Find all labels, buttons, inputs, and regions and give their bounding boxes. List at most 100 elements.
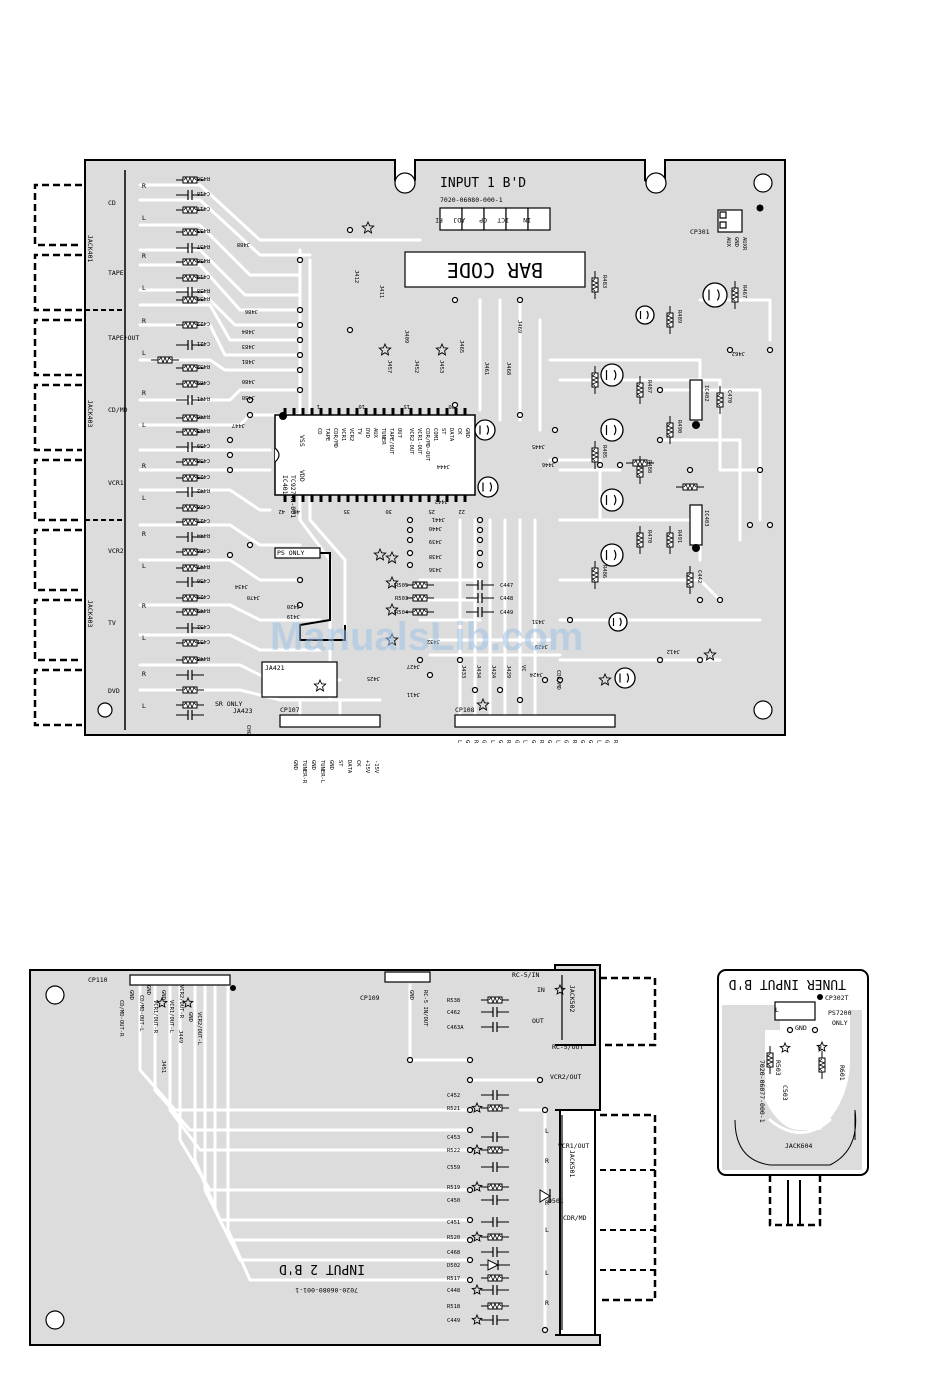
resistor: [176, 458, 204, 466]
solder-pad: [466, 1106, 474, 1114]
part-ref: C470: [726, 390, 732, 403]
channel-r: R: [142, 182, 146, 190]
jumper-j441: J441: [432, 516, 445, 522]
input-label-tape+out: TAPE+OUT: [108, 334, 139, 342]
jumper-j427: J427: [407, 663, 420, 669]
tuner-r3: R601: [838, 1065, 846, 1081]
cp108-pin: G: [563, 740, 569, 743]
solder-pad: [496, 686, 504, 694]
part-ref: C452: [447, 1093, 460, 1099]
capacitor: [176, 243, 204, 253]
option-label-adj: ADJ: [453, 216, 465, 224]
ic-pin: [418, 495, 422, 502]
part-ref: C425: [197, 473, 210, 479]
resistor: [176, 258, 204, 266]
cp108-pin: G: [587, 740, 593, 743]
ic-pin: [445, 495, 449, 502]
resistor: [766, 1046, 774, 1074]
solder-pad: [246, 396, 254, 404]
ic-pin: [283, 408, 287, 415]
ic-pin: [436, 408, 440, 415]
solder-pad: [656, 436, 664, 444]
solder-pad: [456, 656, 464, 664]
jumper-j446: J446: [542, 461, 555, 467]
solder-pad: [466, 1126, 474, 1134]
jumper-j438: J438: [429, 553, 442, 559]
solder-pad: [296, 321, 304, 329]
bottom-jumper: CDR/MD: [555, 670, 561, 690]
cp109-label: GND: [408, 990, 414, 1000]
jumper-j470: J470: [247, 594, 260, 600]
cp107-pin: TUNER-R: [301, 760, 307, 784]
star-marker: [703, 647, 717, 661]
ic-part: TC9274N-001: [289, 475, 297, 518]
solder-pad: [451, 401, 459, 409]
cp110-connector: [129, 974, 231, 986]
cp108-connector: [454, 714, 616, 728]
bottom-jumper: J434: [475, 665, 481, 679]
resistor: [481, 1104, 509, 1112]
tuner-gnd: GND: [795, 1024, 807, 1032]
part-ref: R504: [395, 610, 409, 616]
jumper-j420: J420: [287, 603, 300, 609]
option-label-ict: ICT: [497, 216, 509, 224]
part-ref: R483: [601, 275, 607, 288]
sr-only-label: SR ONLY: [215, 700, 242, 708]
part-ref: C462: [447, 1010, 460, 1016]
part-ref: R432: [197, 363, 210, 369]
ic-pin: [391, 495, 395, 502]
solder-pad: [406, 526, 414, 534]
solder-pad: [406, 1056, 414, 1064]
cp108-pin: R: [472, 740, 478, 744]
resistor: [591, 271, 599, 299]
part-ref: R520: [447, 1235, 460, 1241]
cp108-pin: L: [522, 740, 528, 744]
cp108-pin: G: [464, 740, 470, 743]
board2-vertical-label: CD/MD-OUT-R: [118, 1000, 124, 1037]
cp109-label: RC-5 IN/OUT: [422, 990, 428, 1027]
board2-traces: [138, 983, 547, 1332]
ic-label-5: TV: [356, 428, 362, 435]
part-ref: R518: [447, 1304, 460, 1310]
solder-pad: [296, 366, 304, 374]
capacitor: [466, 607, 494, 617]
tuner-jack: JACK604: [785, 1142, 812, 1150]
ic-pin-number: 35: [343, 508, 350, 514]
input-label-dvd: DVD: [108, 687, 120, 695]
ic-label-3: VCR1: [340, 428, 346, 441]
ic-label-7: AUX: [372, 428, 378, 439]
ic-label-r3: COM1: [432, 428, 438, 441]
resistor: [176, 504, 204, 512]
solder-pad: [416, 656, 424, 664]
part-ref: C449: [500, 610, 513, 616]
solder-pad: [466, 1146, 474, 1154]
channel-l: L: [142, 214, 146, 222]
star-marker: [378, 342, 392, 356]
ic-label-r0: VCR2-OUT: [408, 428, 414, 455]
solder-pad: [716, 596, 724, 604]
board2-vertical-label: GND: [160, 990, 166, 1000]
cp108-pin: G: [546, 740, 552, 743]
ic-pin-number: 30: [385, 508, 392, 514]
jumper-j484: J484: [241, 328, 255, 334]
capacitor: [481, 1315, 509, 1325]
cp301-pin: AUXR: [741, 237, 747, 251]
ic403: [689, 504, 703, 546]
resistor: [176, 414, 204, 422]
electrolytic-capacitor: [474, 419, 496, 441]
star-marker: [385, 575, 399, 589]
capacitor: [481, 1217, 509, 1227]
solder-pad: [226, 436, 234, 444]
cp108-pin: L: [456, 740, 462, 744]
ic-label-10: OUT: [396, 428, 402, 439]
resistor: [591, 561, 599, 589]
solder-pad: [226, 551, 234, 559]
part-ref: R486: [601, 565, 607, 578]
solder-pad: [451, 296, 459, 304]
cp109-label: CP109: [360, 994, 380, 1002]
solder-pad: [466, 1236, 474, 1244]
ic-pin: [391, 408, 395, 415]
cp107-pin: GND: [292, 760, 298, 770]
ic-label-r5: DATA: [448, 428, 454, 442]
cp107-pin: +15V: [364, 760, 370, 774]
